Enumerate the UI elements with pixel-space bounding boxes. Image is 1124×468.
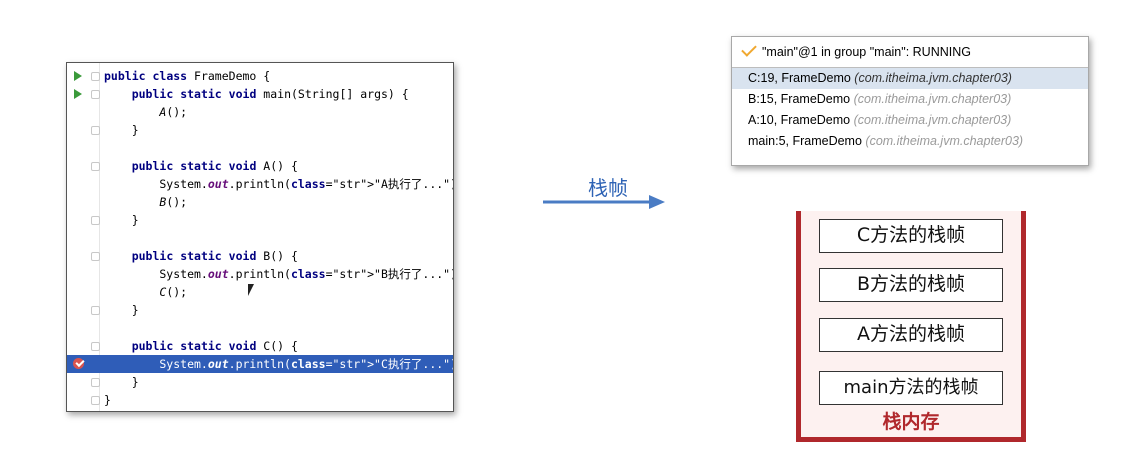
fold-icon[interactable] bbox=[91, 306, 100, 315]
stack-frame-row[interactable]: main:5, FrameDemo (com.itheima.jvm.chapt… bbox=[732, 131, 1088, 152]
frame-location: B:15, FrameDemo bbox=[748, 92, 854, 106]
code-line[interactable]: } bbox=[67, 211, 453, 229]
code-line-text: public static void B() { bbox=[131, 249, 298, 263]
code-line[interactable]: B(); bbox=[67, 193, 453, 211]
fold-icon[interactable] bbox=[91, 252, 100, 261]
stack-frame-a: A方法的栈帧 bbox=[819, 318, 1003, 352]
code-line-text: System.out.println(class="str">"A执行了..."… bbox=[104, 177, 454, 191]
fold-icon[interactable] bbox=[91, 162, 100, 171]
code-line-text: B(); bbox=[159, 195, 188, 209]
frame-location: A:10, FrameDemo bbox=[748, 113, 854, 127]
stack-frame-row[interactable]: C:19, FrameDemo (com.itheima.jvm.chapter… bbox=[732, 68, 1088, 89]
code-editor[interactable]: public class FrameDemo { public static v… bbox=[66, 62, 454, 412]
code-line-text: C(); bbox=[159, 285, 188, 299]
breakpoint-icon[interactable] bbox=[73, 358, 84, 369]
code-line[interactable]: System.out.println(class="str">"B执行了..."… bbox=[67, 265, 453, 283]
fold-icon[interactable] bbox=[91, 342, 100, 351]
code-line[interactable] bbox=[67, 229, 453, 247]
code-line[interactable] bbox=[67, 319, 453, 337]
stack-frame-c: C方法的栈帧 bbox=[819, 219, 1003, 253]
code-line-text: public static void C() { bbox=[131, 339, 298, 353]
fold-icon[interactable] bbox=[91, 378, 100, 387]
arrow-right-icon bbox=[543, 195, 665, 209]
run-gutter-icon[interactable] bbox=[74, 89, 82, 99]
stack-memory-label: 栈内存 bbox=[882, 411, 940, 433]
code-line-text: } bbox=[104, 213, 139, 227]
thread-header[interactable]: "main"@1 in group "main": RUNNING bbox=[732, 37, 1088, 68]
code-line-text: public class FrameDemo { bbox=[104, 69, 271, 83]
code-line[interactable]: public class FrameDemo { bbox=[67, 67, 453, 85]
code-line-text: public static void main(String[] args) { bbox=[131, 87, 409, 101]
code-line-text: } bbox=[104, 393, 111, 407]
frame-location: main:5, FrameDemo bbox=[748, 134, 866, 148]
code-line[interactable]: } bbox=[67, 121, 453, 139]
code-line[interactable]: System.out.println(class="str">"C执行了..."… bbox=[67, 355, 453, 373]
thread-header-text: "main"@1 in group "main": RUNNING bbox=[762, 45, 971, 59]
code-lines: public class FrameDemo { public static v… bbox=[67, 67, 453, 409]
run-gutter-icon[interactable] bbox=[74, 71, 82, 81]
fold-icon[interactable] bbox=[91, 216, 100, 225]
editor-gutter bbox=[67, 63, 100, 411]
stack-memory: C方法的栈帧 B方法的栈帧 A方法的栈帧 main方法的栈帧 栈内存 bbox=[796, 211, 1026, 442]
code-line-text: System.out.println(class="str">"B执行了..."… bbox=[104, 267, 454, 281]
fold-icon[interactable] bbox=[91, 126, 100, 135]
debugger-frames-panel[interactable]: "main"@1 in group "main": RUNNING C:19, … bbox=[731, 36, 1089, 166]
code-line[interactable]: } bbox=[67, 301, 453, 319]
fold-icon[interactable] bbox=[91, 72, 100, 81]
frame-package: (com.itheima.jvm.chapter03) bbox=[853, 92, 1012, 106]
code-line-text: } bbox=[104, 375, 139, 389]
code-line-text: } bbox=[104, 123, 139, 137]
code-line-text: A(); bbox=[159, 105, 188, 119]
stack-frame-main: main方法的栈帧 bbox=[819, 371, 1003, 405]
frame-package: (com.itheima.jvm.chapter03) bbox=[854, 71, 1012, 85]
code-line[interactable]: A(); bbox=[67, 103, 453, 121]
code-line[interactable]: public static void main(String[] args) { bbox=[67, 85, 453, 103]
arrow-label: 栈帧 bbox=[588, 176, 628, 200]
code-line-text: System.out.println(class="str">"C执行了..."… bbox=[104, 357, 454, 371]
code-line[interactable]: } bbox=[67, 373, 453, 391]
code-line[interactable]: System.out.println(class="str">"A执行了..."… bbox=[67, 175, 453, 193]
code-line[interactable]: public static void B() { bbox=[67, 247, 453, 265]
mouse-cursor-icon bbox=[248, 284, 254, 296]
stack-frame-row[interactable]: B:15, FrameDemo (com.itheima.jvm.chapter… bbox=[732, 89, 1088, 110]
fold-icon[interactable] bbox=[91, 396, 100, 405]
code-line-text: } bbox=[104, 303, 139, 317]
code-line[interactable]: public static void C() { bbox=[67, 337, 453, 355]
fold-icon[interactable] bbox=[91, 90, 100, 99]
stack-frame-b: B方法的栈帧 bbox=[819, 268, 1003, 302]
code-line[interactable] bbox=[67, 139, 453, 157]
code-line[interactable]: } bbox=[67, 391, 453, 409]
stack-frame-row[interactable]: A:10, FrameDemo (com.itheima.jvm.chapter… bbox=[732, 110, 1088, 131]
frame-package: (com.itheima.jvm.chapter03) bbox=[865, 134, 1024, 148]
running-check-icon bbox=[741, 41, 757, 57]
frame-package: (com.itheima.jvm.chapter03) bbox=[853, 113, 1012, 127]
code-line[interactable]: public static void A() { bbox=[67, 157, 453, 175]
frame-list: C:19, FrameDemo (com.itheima.jvm.chapter… bbox=[732, 68, 1088, 152]
frame-location: C:19, FrameDemo bbox=[748, 71, 855, 85]
code-line-text: public static void A() { bbox=[131, 159, 298, 173]
code-line[interactable]: C(); bbox=[67, 283, 453, 301]
